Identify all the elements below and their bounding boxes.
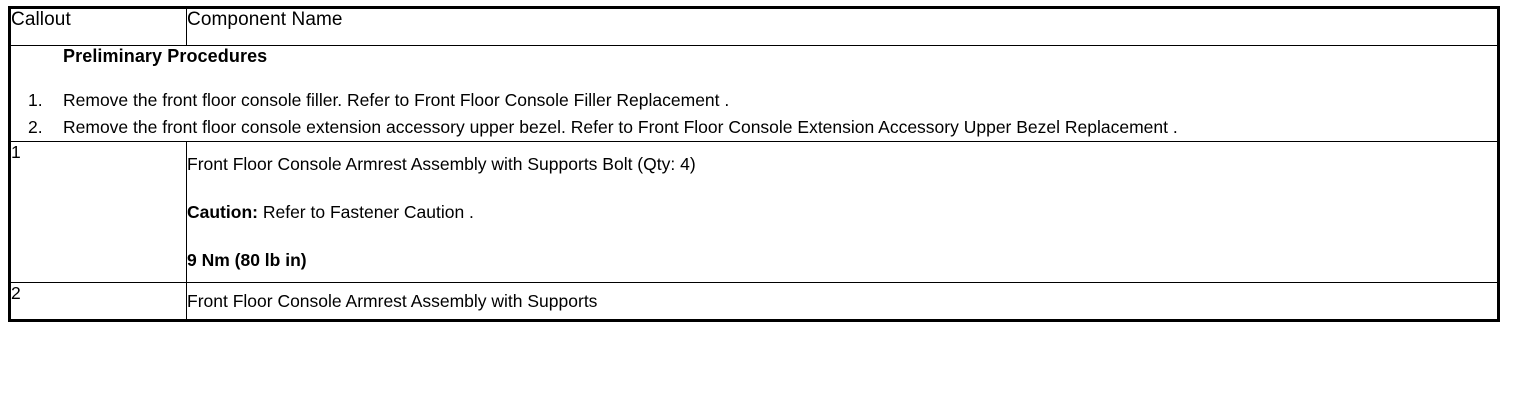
callout-number: 2 (9, 282, 187, 321)
torque-specification: 9 Nm (80 lb in) (187, 250, 307, 270)
preliminary-procedures-list: 1. Remove the front floor console filler… (11, 87, 1497, 141)
component-callout-table: Callout Component Name Preliminary Proce… (8, 6, 1500, 322)
preliminary-procedures-title: Preliminary Procedures (63, 46, 268, 66)
preliminary-procedures-row: Preliminary Procedures 1. Remove the fro… (9, 45, 1499, 142)
caution-text: Refer to Fastener Caution . (262, 202, 474, 222)
list-item-text: Remove the front floor console extension… (63, 117, 1178, 137)
component-name-cell: Front Floor Console Armrest Assembly wit… (186, 282, 1499, 321)
preliminary-procedures-cell: Preliminary Procedures 1. Remove the fro… (9, 45, 1499, 142)
table-header-row: Callout Component Name (9, 7, 1499, 46)
column-header-component-name: Component Name (186, 7, 1499, 46)
component-description: Front Floor Console Armrest Assembly wit… (187, 291, 598, 311)
caution-label: Caution: (187, 202, 258, 222)
column-header-callout: Callout (9, 7, 187, 46)
callout-number: 1 (9, 141, 187, 283)
list-item-number: 2. (28, 117, 43, 137)
list-item-text: Remove the front floor console filler. R… (63, 90, 730, 110)
list-item-number: 1. (28, 90, 43, 110)
table-row: 2 Front Floor Console Armrest Assembly w… (9, 282, 1499, 321)
list-item: 1. Remove the front floor console filler… (11, 87, 1497, 114)
component-description: Front Floor Console Armrest Assembly wit… (187, 154, 696, 174)
caution-note: Caution: Refer to Fastener Caution . (187, 200, 1497, 224)
table-row: 1 Front Floor Console Armrest Assembly w… (9, 141, 1499, 283)
list-item: 2. Remove the front floor console extens… (11, 114, 1497, 141)
component-name-cell: Front Floor Console Armrest Assembly wit… (186, 141, 1499, 283)
